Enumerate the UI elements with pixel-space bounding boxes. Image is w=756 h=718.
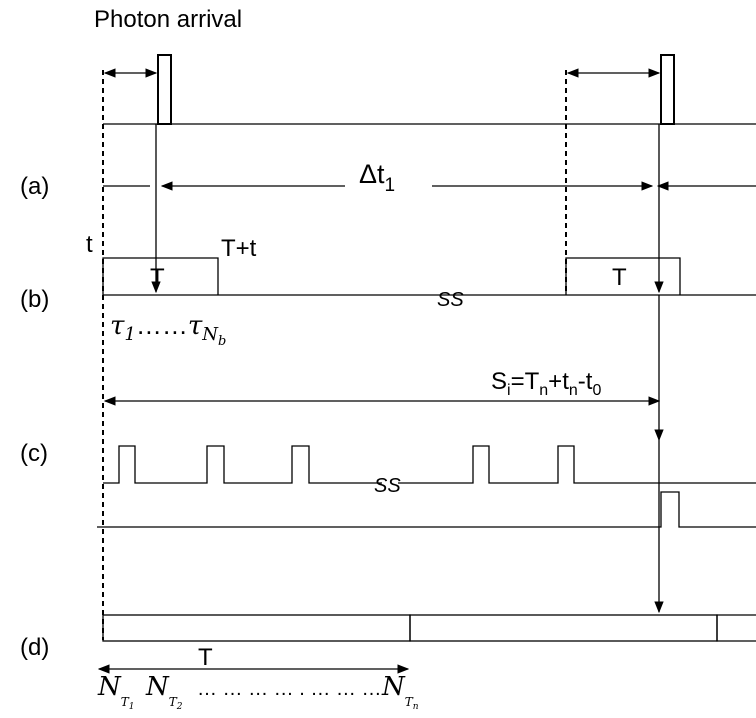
gate-window-2 xyxy=(565,257,681,295)
row-label-b: (b) xyxy=(20,286,49,313)
photon-pulse-2 xyxy=(660,54,675,125)
photon-pulse-1 xyxy=(157,54,172,125)
n-label-1: NT1 xyxy=(97,672,135,712)
gate-window-2-label: T xyxy=(612,264,627,291)
t-label: t xyxy=(86,231,93,258)
si-formula: Si=Tn+tn-t0 xyxy=(491,368,601,399)
n-dots: … … … … . … … … xyxy=(197,678,381,700)
period-box-3 xyxy=(716,614,756,642)
break-symbol-b: SS xyxy=(437,289,464,311)
tau-sequence: τ1……τNb xyxy=(110,310,226,349)
n-label-2: NT2 xyxy=(145,672,183,712)
period-box-1 xyxy=(102,614,411,642)
break-symbol-c: SS xyxy=(374,475,401,497)
n-label-n: NTn xyxy=(381,672,419,712)
pulse-train-left xyxy=(103,445,382,484)
t-plus-t-label: T+t xyxy=(221,235,257,262)
row-label-a: (a) xyxy=(20,173,49,200)
photon-arrival-label: Photon arrival xyxy=(94,6,242,33)
detection-pulse-line xyxy=(97,491,756,528)
pulse-train-right xyxy=(398,445,756,484)
delta-t-label: Δt1 xyxy=(359,159,395,196)
period-box-2 xyxy=(409,614,718,642)
row-label-d: (d) xyxy=(20,634,49,661)
gate-window-1-label: T xyxy=(150,264,165,291)
gate-window-1 xyxy=(102,257,219,295)
period-label: T xyxy=(198,644,213,671)
row-label-c: (c) xyxy=(20,440,48,467)
